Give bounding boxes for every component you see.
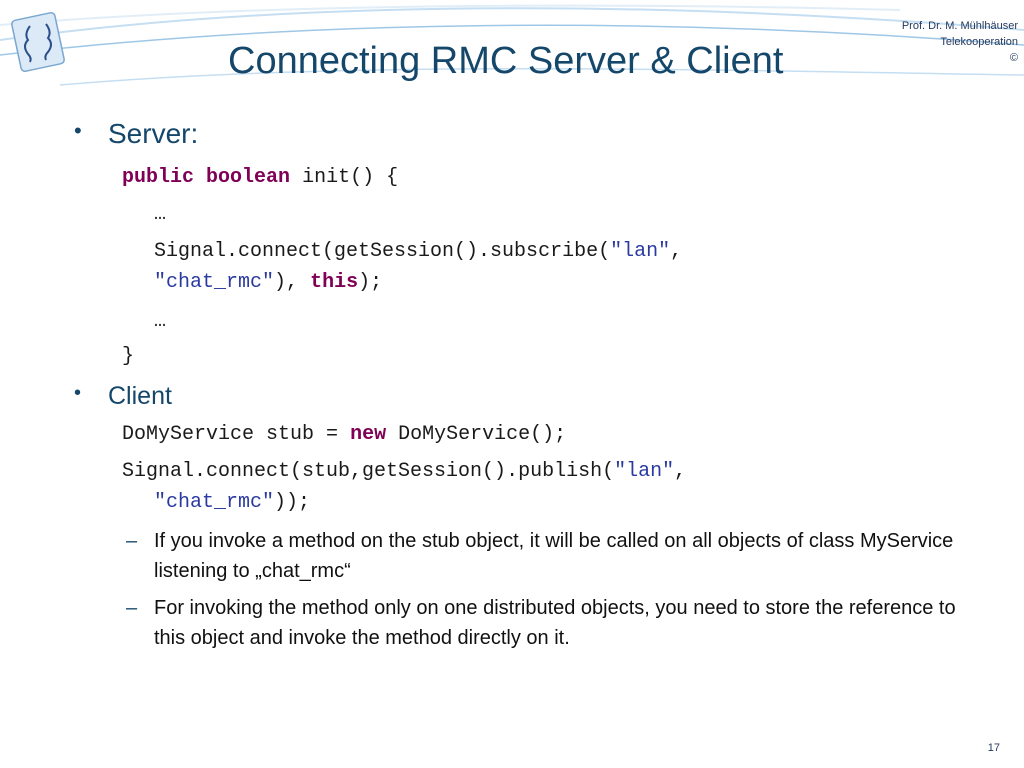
string-chat-rmc: "chat_rmc" <box>154 271 275 294</box>
client-code-stub-line: DoMyService stub = new DoMyService(); <box>122 423 566 446</box>
keyword-this: this <box>310 271 359 294</box>
string-lan: "lan" <box>614 460 675 483</box>
string-chat-rmc: "chat_rmc" <box>154 491 275 514</box>
bullet-dot-icon: • <box>74 382 82 404</box>
init-signature: init() { <box>302 166 399 189</box>
connect-call: Signal.connect(stub,getSession().publish… <box>122 460 615 483</box>
header-decoration <box>0 4 1024 86</box>
note-text: If you invoke a method on the stub objec… <box>154 530 954 582</box>
statement-end: )); <box>274 491 311 514</box>
server-bullet: • Server: <box>74 118 199 150</box>
string-lan: "lan" <box>610 240 671 263</box>
server-code-connect-cont: "chat_rmc"), this); <box>154 271 382 294</box>
keyword-new: new <box>350 423 387 446</box>
stub-declaration: DoMyService stub = <box>122 423 339 446</box>
note-item: – For invoking the method only on one di… <box>126 593 964 653</box>
dash-icon: – <box>126 530 138 552</box>
client-code-connect-cont: "chat_rmc")); <box>154 491 310 514</box>
server-bullet-label: Server: <box>108 118 199 149</box>
server-code-ellipsis-1: … <box>154 203 167 226</box>
department-name: Telekooperation <box>940 36 1018 48</box>
server-code-ellipsis-2: … <box>154 310 167 333</box>
page-number: 17 <box>987 742 1000 754</box>
header-credits: Prof. Dr. M. Mühlhäuser Telekooperation … <box>902 18 1018 66</box>
bullet-dot-icon: • <box>74 118 82 143</box>
server-code-line-1: public boolean init() { <box>122 166 398 189</box>
dash-icon: – <box>126 597 138 619</box>
server-code-connect-line: Signal.connect(getSession().subscribe("l… <box>154 240 682 263</box>
keyword-boolean: boolean <box>206 166 291 189</box>
author-name: Prof. Dr. M. Mühlhäuser <box>901 20 1018 32</box>
server-code-close-brace: } <box>122 345 135 368</box>
client-code-connect-line: Signal.connect(stub,getSession().publish… <box>122 460 686 483</box>
faces-logo <box>11 11 65 73</box>
statement-end: ); <box>358 271 383 294</box>
client-bullet: • Client <box>74 382 172 411</box>
paren-comma: ), <box>274 271 299 294</box>
comma: , <box>670 240 683 263</box>
copyright-mark: © <box>1009 52 1018 64</box>
connect-call: Signal.connect(getSession().subscribe( <box>154 240 611 263</box>
comma: , <box>674 460 687 483</box>
slide-title: Connecting RMC Server & Client <box>228 40 784 82</box>
note-item: – If you invoke a method on the stub obj… <box>126 526 964 586</box>
stub-constructor: DoMyService(); <box>398 423 567 446</box>
keyword-public: public <box>122 166 195 189</box>
note-text: For invoking the method only on one dist… <box>154 597 956 649</box>
client-bullet-label: Client <box>108 382 172 410</box>
